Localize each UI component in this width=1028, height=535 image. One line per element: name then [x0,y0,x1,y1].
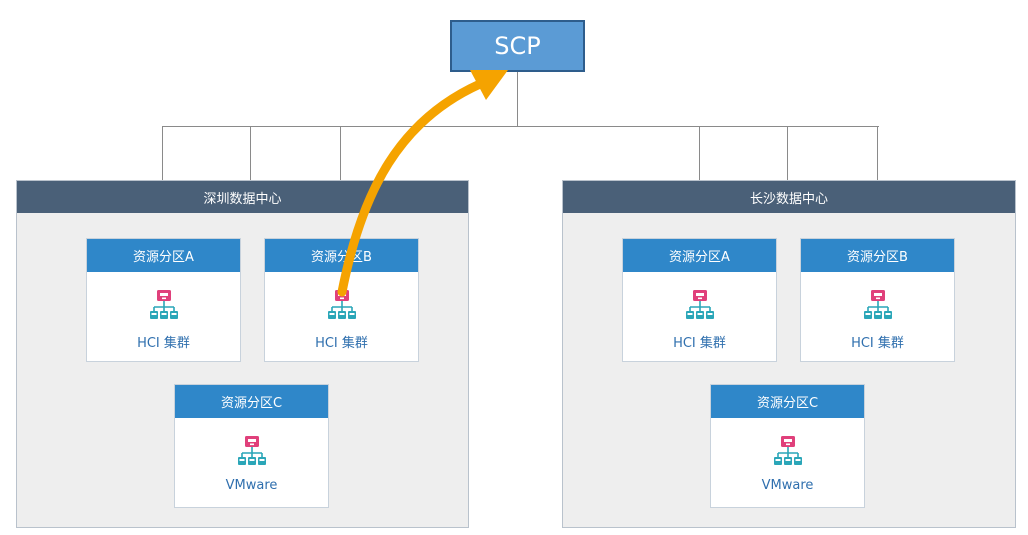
cluster-icon [327,290,356,319]
partition-card[interactable]: 资源分区B HCI 集群 [800,238,955,362]
partition-header: 资源分区A [623,239,776,272]
datacenter-header: 长沙数据中心 [563,181,1015,213]
cluster-icon [863,290,892,319]
partition-title: 资源分区B [847,250,908,265]
partition-label: HCI 集群 [851,336,904,351]
partition-card[interactable]: 资源分区C VMware [710,384,865,508]
partition-header: 资源分区C [711,385,864,418]
scp-label: SCP [494,32,541,60]
partition-title: 资源分区C [756,396,819,411]
cluster-icon [149,290,178,319]
partition-title: 资源分区B [311,250,372,265]
partition-title: 资源分区A [669,250,730,265]
partition-label: VMware [225,478,278,493]
partition-header: 资源分区C [175,385,328,418]
partition-header: 资源分区B [801,239,954,272]
cluster-icon [773,436,802,465]
partition-card[interactable]: 资源分区C VMware [174,384,329,508]
cluster-icon [685,290,714,319]
partition-label: HCI 集群 [315,336,368,351]
scp-node[interactable]: SCP [450,20,585,72]
cluster-icon [237,436,266,465]
partition-header: 资源分区B [265,239,418,272]
partition-card[interactable]: 资源分区A HCI 集群 [622,238,777,362]
partition-header: 资源分区A [87,239,240,272]
datacenter-header: 深圳数据中心 [17,181,468,213]
datacenter-name: 长沙数据中心 [749,191,828,207]
partition-label: HCI 集群 [137,336,190,351]
partition-card[interactable]: 资源分区A HCI 集群 [86,238,241,362]
partition-title: 资源分区A [133,250,194,265]
partition-label: VMware [761,478,814,493]
partition-title: 资源分区C [220,396,283,411]
datacenter-name: 深圳数据中心 [203,191,282,207]
partition-card[interactable]: 资源分区B HCI 集群 [264,238,419,362]
partition-label: HCI 集群 [673,336,726,351]
bus-line [162,126,879,127]
scp-trunk-line [517,72,518,126]
